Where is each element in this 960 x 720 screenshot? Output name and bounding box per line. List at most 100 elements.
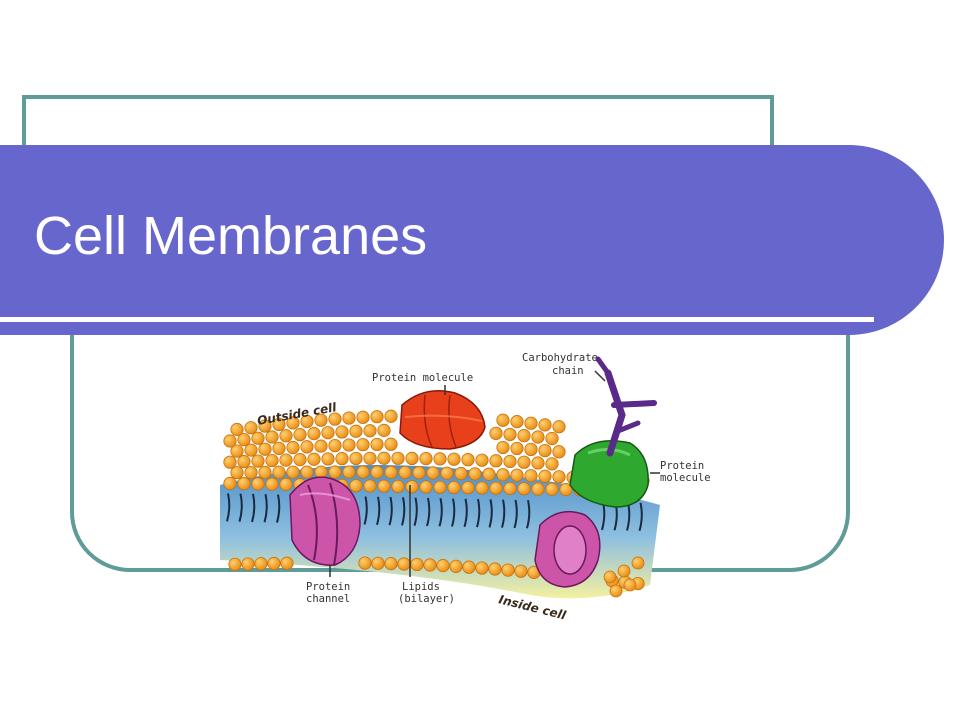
lipid-head	[370, 410, 384, 424]
label-protein-molecule-top: Protein molecule	[372, 372, 473, 384]
lipid-head	[279, 477, 293, 491]
lipid-head	[342, 465, 356, 479]
lipid-head	[503, 481, 517, 496]
lipid-head	[410, 557, 424, 572]
lipid-head	[244, 465, 258, 480]
label-carbohydrate-line2: chain	[552, 365, 584, 377]
lipid-head	[631, 556, 645, 570]
lipid-head	[300, 414, 314, 429]
lipid-head	[552, 420, 566, 434]
lipid-head	[335, 452, 349, 466]
lipid-head	[514, 564, 528, 578]
lipid-head	[293, 428, 307, 442]
lipid-head	[363, 451, 377, 465]
lipid-head	[524, 469, 538, 483]
lipid-head	[300, 465, 314, 479]
lipid-head	[384, 465, 398, 479]
label-lipids-line1: Lipids	[402, 581, 440, 593]
lipid-head	[531, 456, 545, 470]
label-channel-line2: channel	[306, 593, 350, 605]
label-carbohydrate-line1: Carbohydrate	[522, 352, 598, 364]
lipid-head	[272, 417, 286, 432]
label-pointers	[329, 370, 660, 577]
lipid-head	[371, 556, 385, 570]
lipid-head	[342, 411, 356, 425]
lipid-head	[488, 562, 502, 576]
protein-channel-right	[534, 510, 601, 588]
lipid-head	[454, 466, 468, 481]
lipid-head	[496, 440, 510, 455]
lipid-head	[524, 442, 538, 457]
slide-title: Cell Membranes	[34, 206, 428, 266]
lipid-head	[617, 564, 631, 578]
label-protein-right-line1: Protein	[660, 460, 704, 472]
lipid-head	[552, 445, 566, 459]
lipid-head	[370, 437, 384, 452]
lipid-head	[265, 453, 279, 468]
lipid-head	[391, 479, 405, 494]
lipid-head	[517, 482, 531, 496]
lipid-head	[501, 563, 515, 577]
lipid-head	[447, 452, 461, 466]
lipid-head	[545, 482, 559, 496]
lipid-head	[489, 426, 503, 440]
lipid-head	[328, 438, 342, 453]
lipid-head	[496, 413, 510, 427]
lipid-head	[321, 452, 335, 466]
lipid-head	[349, 424, 363, 438]
lipid-head	[447, 480, 461, 495]
lipid-head	[251, 477, 265, 491]
lipid-head	[272, 441, 286, 455]
lipid-head	[433, 452, 447, 466]
lipid-head	[272, 465, 286, 479]
lipid-head	[241, 557, 255, 571]
lipid-head	[286, 440, 300, 455]
lipid-head	[230, 466, 244, 480]
lipid-head	[603, 570, 617, 584]
lipid-head	[307, 452, 321, 466]
lipid-heads-inner	[228, 556, 645, 598]
lipid-head	[449, 559, 463, 573]
lipid-head	[462, 560, 476, 574]
title-underline	[0, 317, 874, 322]
lipid-head	[609, 584, 623, 598]
lipid-head	[258, 465, 272, 480]
lipid-head	[230, 444, 244, 458]
lipid-head	[265, 477, 279, 491]
lipid-head	[384, 409, 398, 423]
lipid-head	[254, 557, 268, 571]
label-channel-line1: Protein	[306, 581, 350, 593]
lipid-head	[223, 434, 237, 448]
lipid-head	[531, 430, 545, 444]
lipid-head	[335, 425, 349, 439]
lipid-head	[489, 454, 503, 468]
lipid-head	[328, 412, 342, 426]
slide-frame-top	[22, 95, 774, 147]
lipid-head	[293, 453, 307, 467]
lipid-head	[468, 467, 482, 481]
lipid-head	[377, 451, 391, 465]
lipid-head	[265, 430, 279, 444]
lipid-head	[377, 423, 391, 437]
lipid-head	[461, 481, 475, 495]
lipid-head	[286, 465, 300, 479]
lipid-head	[230, 422, 244, 437]
lipid-head	[307, 427, 321, 441]
lipid-head	[237, 477, 251, 491]
lipid-head	[461, 453, 475, 467]
lipid-head	[552, 470, 566, 484]
lipid-head	[251, 431, 265, 445]
lipid-head	[475, 481, 489, 495]
lipid-head	[358, 556, 372, 570]
lipid-head	[510, 441, 524, 456]
lipid-head	[405, 451, 419, 466]
lipid-head	[538, 418, 552, 432]
title-band	[0, 145, 944, 335]
lipid-head	[503, 427, 517, 442]
protein-molecule-top	[399, 390, 486, 450]
lipid-head	[251, 454, 265, 468]
lipid-head	[545, 457, 559, 471]
lipid-head	[405, 480, 419, 494]
lipid-head	[342, 438, 356, 452]
lipid-head	[419, 451, 433, 466]
